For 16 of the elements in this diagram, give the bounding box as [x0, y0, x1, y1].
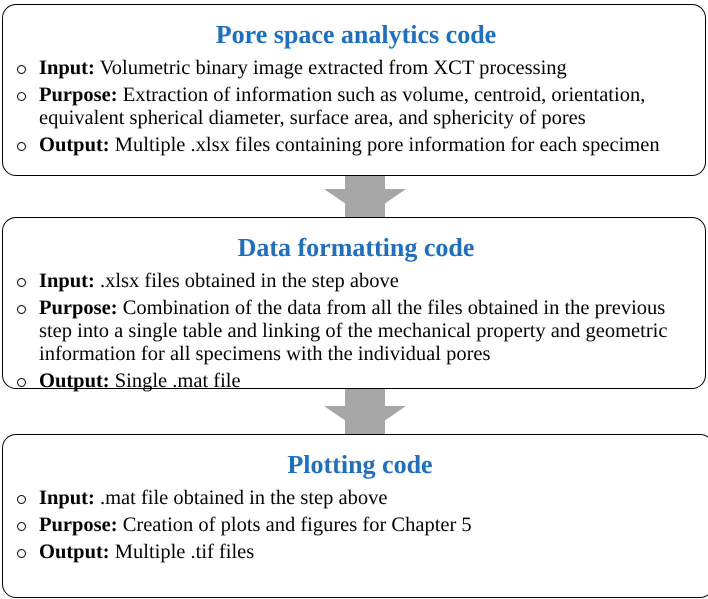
bullet-text: Purpose: Combination of the data from all the files obtained in the previous step into a single table and linking of the mechanical property and geometric information for all specimens with the individual pores	[39, 297, 668, 365]
bullet-text: Input: Volumetric binary image extracted from XCT processing	[39, 57, 567, 79]
bullet-text: Output: Multiple .xlsx files containing pore information for each specimen	[39, 134, 660, 156]
process-box	[2, 4, 706, 176]
bullet-text: Input: .xlsx files obtained in the step above	[39, 270, 399, 292]
box-title: Pore space analytics code	[214, 19, 498, 51]
bullet-text: Input: .mat file obtained in the step above	[39, 487, 388, 509]
box-title: Plotting code	[286, 449, 434, 481]
bullet-text: Output: Multiple .tif files	[39, 541, 254, 563]
block-arrow	[324, 389, 406, 434]
bullet-text: Purpose: Creation of plots and figures for Chapter 5	[39, 514, 472, 536]
block-arrow	[324, 176, 406, 217]
process-box	[2, 434, 708, 598]
bullet-text: Purpose: Extraction of information such as volume, centroid, orientation, equivalent spherical diameter, surface area, and sphericity of pores	[39, 84, 646, 129]
box-title: Data formatting code	[236, 232, 476, 264]
bullet-text: Output: Single .mat file	[39, 370, 241, 392]
